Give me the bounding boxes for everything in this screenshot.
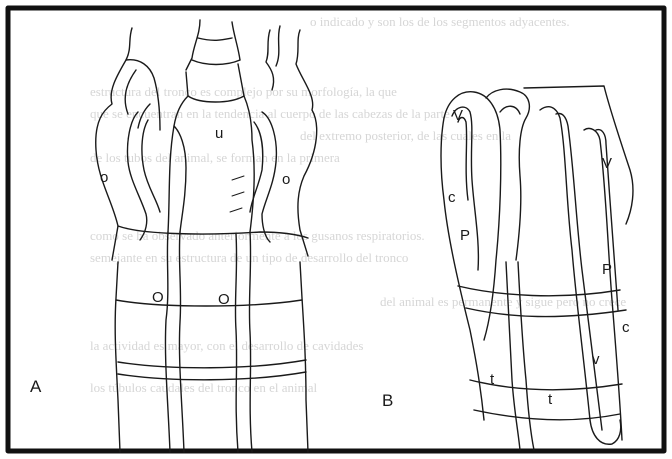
label-t-right: t [548, 392, 552, 407]
label-c-right: c [622, 320, 630, 335]
label-t-left: t [490, 372, 494, 387]
label-p-right: P [602, 262, 612, 277]
label-v-lower: v [592, 352, 600, 367]
label-o-left: o [100, 170, 108, 185]
label-p-left: P [460, 228, 470, 243]
label-O-left: O [152, 290, 164, 305]
label-c-left: c [448, 190, 456, 205]
label-v-top: V [453, 108, 463, 123]
panel-label-a: A [30, 378, 41, 395]
panel-a-drawing [96, 20, 317, 452]
label-o-right: o [282, 172, 290, 187]
panel-label-b: B [382, 392, 393, 409]
label-u: u [215, 126, 223, 141]
label-O-right: O [218, 292, 230, 307]
figure-frame [8, 8, 664, 451]
label-v-right: V [602, 156, 612, 171]
